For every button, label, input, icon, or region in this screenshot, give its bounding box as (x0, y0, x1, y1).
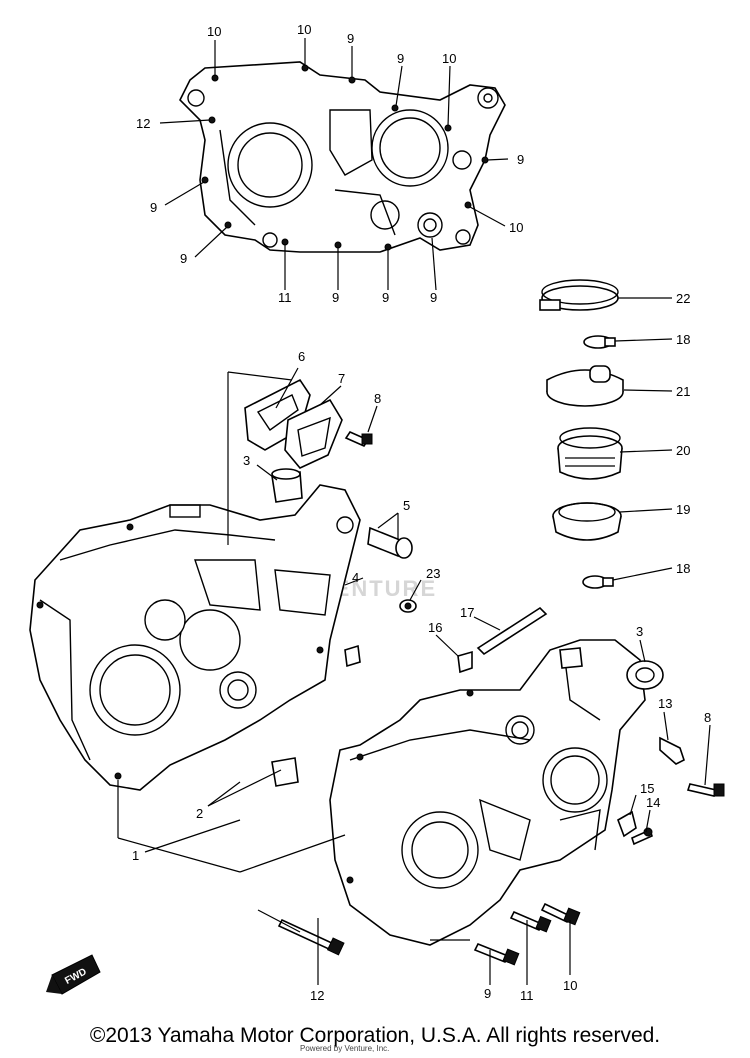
callout-10: 10 (442, 51, 456, 66)
callout-18: 18 (676, 332, 690, 347)
callout-14: 14 (646, 795, 660, 810)
left-crankcase-half (29, 484, 361, 791)
boot-parts (539, 279, 624, 589)
callout-9: 9 (484, 986, 491, 1001)
callout-9: 9 (347, 31, 354, 46)
callout-22: 22 (676, 291, 690, 306)
callout-17: 17 (460, 605, 474, 620)
callout-18: 18 (676, 561, 690, 576)
callout-9: 9 (180, 251, 187, 266)
callout-19: 19 (676, 502, 690, 517)
cover-plates (244, 378, 373, 469)
callout-9: 9 (517, 152, 524, 167)
callout-9: 9 (382, 290, 389, 305)
callout-16: 16 (428, 620, 442, 635)
callout-3: 3 (636, 624, 643, 639)
small-parts-left (271, 468, 417, 787)
callout-2: 2 (196, 806, 203, 821)
callout-23: 23 (426, 566, 440, 581)
callout-9: 9 (332, 290, 339, 305)
callout-8: 8 (374, 391, 381, 406)
copyright-subline: Powered by Venture, Inc. (300, 1044, 390, 1053)
boot-leaders (612, 297, 673, 581)
callout-5: 5 (403, 498, 410, 513)
top-callouts: 10 10 9 9 10 12 9 9 10 9 11 9 9 9 (136, 22, 524, 305)
callout-9: 9 (397, 51, 404, 66)
copyright-footer: ©2013 Yamaha Motor Corporation, U.S.A. A… (89, 1024, 661, 1047)
crankcase-exploded-diagram: VENTURE (29, 22, 725, 1003)
callout-11: 11 (520, 988, 534, 1003)
callout-21: 21 (676, 384, 690, 399)
callout-11: 11 (278, 290, 292, 305)
crankcase-top-view (179, 61, 506, 253)
callout-9: 9 (150, 200, 157, 215)
lower-leader-lines (117, 367, 711, 985)
callout-10: 10 (509, 220, 523, 235)
right-crankcase-half (329, 639, 646, 946)
callout-4: 4 (352, 570, 359, 585)
callout-20: 20 (676, 443, 690, 458)
lower-callouts: 6 7 8 3 5 4 23 17 16 3 13 8 15 14 2 1 12… (132, 349, 711, 1003)
callout-12: 12 (136, 116, 150, 131)
callout-15: 15 (640, 781, 654, 796)
callout-12: 12 (310, 988, 324, 1003)
fwd-arrow-icon: FWD (46, 954, 101, 995)
top-leader-lines (159, 38, 509, 291)
callout-9: 9 (430, 290, 437, 305)
callout-1: 1 (132, 848, 139, 863)
callout-10: 10 (207, 24, 221, 39)
callout-8: 8 (704, 710, 711, 725)
callout-7: 7 (338, 371, 345, 386)
small-parts-right (457, 606, 725, 846)
callout-6: 6 (298, 349, 305, 364)
bottom-bolts (277, 902, 581, 966)
callout-3: 3 (243, 453, 250, 468)
callout-10: 10 (563, 978, 577, 993)
boot-callouts: 22 18 21 20 19 18 (676, 291, 690, 576)
callout-10: 10 (297, 22, 311, 37)
callout-13: 13 (658, 696, 672, 711)
